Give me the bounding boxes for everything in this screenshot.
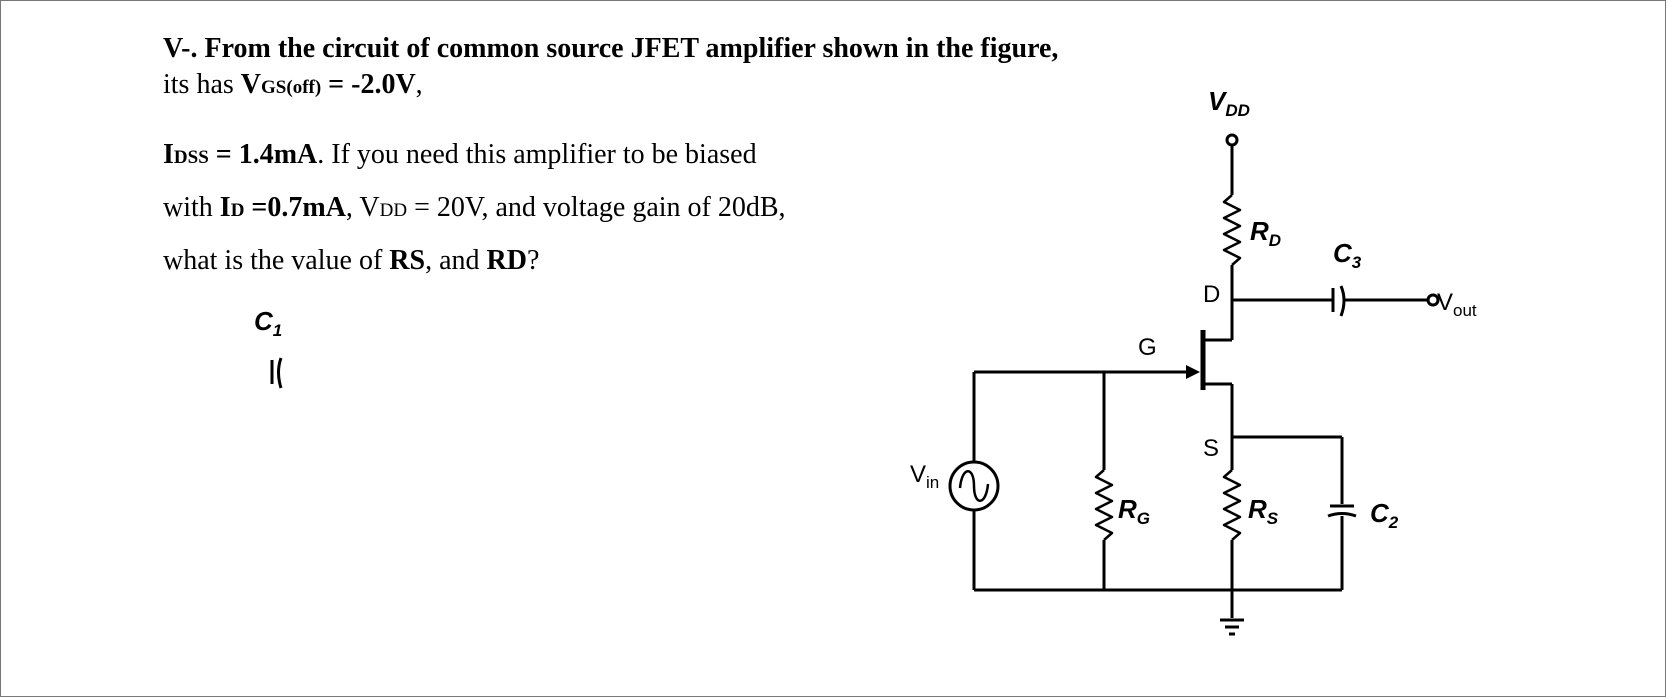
question-line-2: its has VGS(off) = -2.0V, <box>163 69 423 100</box>
vout-label: Vout <box>1437 289 1477 320</box>
question-line-5: what is the value of RS, and RD? <box>163 245 540 276</box>
question-line-3: IDSS = 1.4mA. If you need this amplifier… <box>163 139 757 170</box>
gate-label: G <box>1138 334 1157 361</box>
c1-plate-right <box>277 357 283 389</box>
drain-label: D <box>1203 281 1220 308</box>
source-label: S <box>1203 435 1219 462</box>
ac-source-icon <box>948 460 1000 512</box>
rg-resistor <box>1094 469 1114 541</box>
vdd-label: VDD <box>1208 86 1250 120</box>
c1-label: C1 <box>254 306 282 340</box>
rs-label: RS <box>1248 494 1279 528</box>
rs-resistor <box>1222 469 1242 541</box>
sine-wave-icon <box>958 470 990 502</box>
c2-label: C2 <box>1370 498 1399 532</box>
rd-resistor <box>1222 194 1242 266</box>
question-line-1: V-. From the circuit of common source JF… <box>163 33 1059 64</box>
c2-plate-2 <box>1327 512 1357 518</box>
vout-terminal <box>1426 293 1440 307</box>
jfet-gate-arrow <box>1186 365 1200 379</box>
question-line-4: with ID =0.7mA, VDD = 20V, and voltage g… <box>163 192 786 223</box>
c3-label: C3 <box>1333 238 1362 272</box>
rg-label: RG <box>1118 494 1150 528</box>
vdd-terminal <box>1225 133 1239 147</box>
vin-label: Vin <box>910 461 939 492</box>
rd-label: RD <box>1250 216 1281 250</box>
